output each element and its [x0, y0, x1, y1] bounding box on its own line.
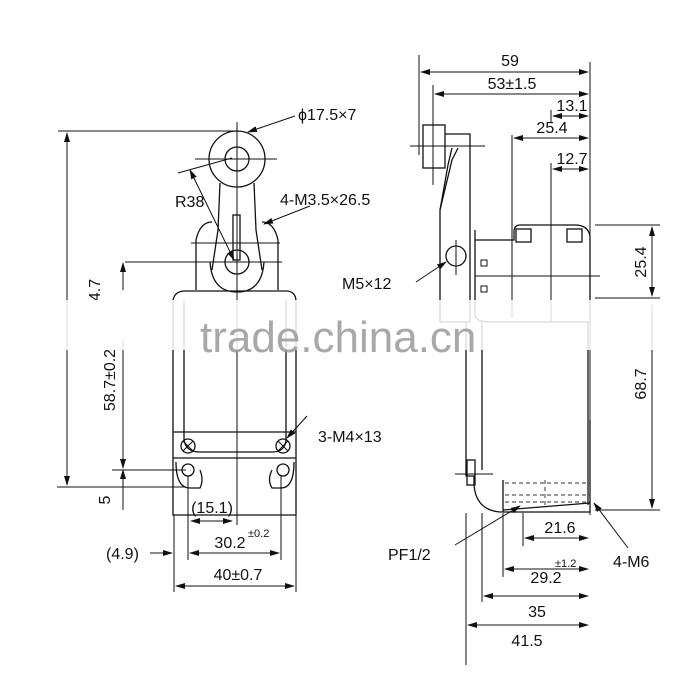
mount-label: 4-M6 [613, 554, 650, 571]
side-view: 59 53±1.5 13.1 25.4 12.7 25.4 68.7 M5×12… [342, 53, 660, 665]
radius-label: R38 [175, 194, 204, 211]
dim-53: 53±1.5 [488, 76, 537, 93]
dim-29-2: 29.2 [530, 570, 561, 587]
dim-30-2: 30.2 [214, 535, 245, 552]
mounting-hole [175, 438, 295, 489]
roller-side [422, 124, 446, 169]
screw-label: M5×12 [342, 276, 391, 293]
switch-body [172, 290, 297, 516]
dim-4-9: (4.9) [106, 546, 139, 563]
dim-35: 35 [528, 604, 546, 621]
dim-5: 5 [97, 495, 114, 504]
dim-41-5: 41.5 [511, 633, 542, 650]
dim-4-7: 4.7 [87, 279, 104, 301]
dim-59: 59 [501, 53, 519, 70]
dim-25-4-horizontal: 25.4 [536, 120, 567, 137]
dim-12-7: 12.7 [556, 151, 587, 168]
dim-15-1: (15.1) [191, 500, 233, 517]
dim-21-6: 21.6 [544, 520, 575, 537]
dim-29-2-tolerance: ±1.2 [555, 558, 576, 570]
dim-68-7: 68.7 [633, 368, 650, 399]
dim-40: 40±0.7 [214, 567, 263, 584]
dim-13-1: 13.1 [556, 98, 587, 115]
dim-30-2-tolerance: ±0.2 [248, 528, 269, 540]
lever-screws-label: 4-M3.5×26.5 [280, 192, 370, 209]
roller-size-label: ϕ17.5×7 [298, 107, 356, 124]
watermark: trade.china.cn [200, 313, 476, 362]
dim-25-4-vertical: 25.4 [633, 246, 650, 277]
dim-58-7: 58.7±0.2 [102, 349, 119, 411]
body-screws-label: 3-M4×13 [318, 429, 382, 446]
front-view: ϕ17.5×7 R38 4-M3.5×26.5 3-M4×13 4.7 58.7… [57, 107, 382, 592]
conduit-label: PF1/2 [388, 547, 431, 564]
